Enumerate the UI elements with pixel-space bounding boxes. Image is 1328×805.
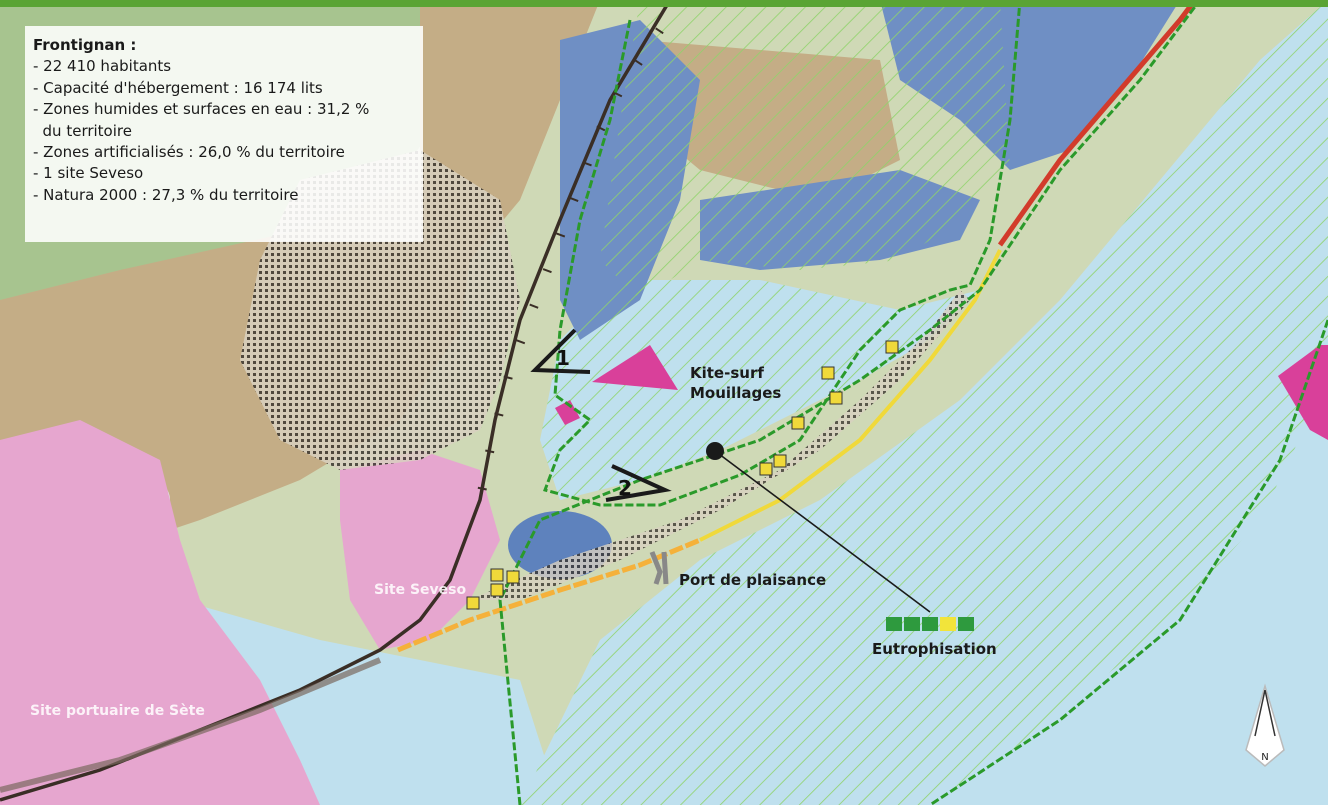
north-arrow-icon: N — [1245, 683, 1285, 767]
coast-red — [997, 0, 1197, 247]
urban-zone-seveso — [340, 450, 500, 650]
info-box: Frontignan : - 22 410 habitants - Capaci… — [25, 26, 423, 242]
eutrophisation-label: Eutrophisation — [872, 640, 997, 658]
natura-hatch-north — [600, 0, 1010, 300]
info-title: Frontignan : — [33, 36, 137, 54]
top-band — [0, 0, 1328, 7]
zone-east-edge — [1278, 345, 1328, 440]
info-line: - Natura 2000 : 27,3 % du territoire — [33, 185, 299, 204]
site-portuaire-label: Site portuaire de Sète — [30, 703, 205, 719]
site-seveso-label: Site Seveso — [374, 582, 467, 598]
eutrophisation-cell — [904, 617, 920, 631]
mouillages-label: Mouillages — [690, 384, 782, 402]
eutrophisation-cell — [940, 617, 956, 631]
natura-hatch-lagoon — [540, 280, 980, 500]
kite-zone — [592, 345, 678, 390]
info-line: - Capacité d'hébergement : 16 174 lits — [33, 78, 323, 97]
info-line: - Zones artificialisés : 26,0 % du terri… — [33, 143, 345, 162]
info-line: - 1 site Seveso — [33, 164, 144, 183]
view-marker-2-shape — [605, 464, 672, 502]
info-line: - 22 410 habitants — [33, 57, 172, 76]
urban-zone-west — [0, 420, 320, 805]
coast-orange — [397, 537, 701, 653]
natura-boundary-lagoon — [543, 0, 1022, 507]
north-arrow-label: N — [1261, 752, 1268, 763]
poi-markers — [466, 340, 899, 610]
road-line — [0, 657, 382, 793]
kite-surf-label: Kite-surf — [690, 364, 764, 382]
eutrophisation-cell — [958, 617, 974, 631]
natura-boundary-sea — [498, 0, 1328, 805]
north-arrow: N — [1240, 680, 1290, 770]
port-plaisance-label: Port de plaisance — [679, 571, 827, 589]
info-line: du territoire — [33, 121, 132, 140]
kite-zone-small — [555, 400, 580, 425]
view-marker-1-shape — [530, 328, 591, 374]
natura-hatch-sea — [520, 0, 1328, 805]
info-line: - Zones humides et surfaces en eau : 31,… — [33, 100, 370, 119]
view-marker-1-label: 1 — [556, 346, 570, 370]
port-symbol — [649, 551, 669, 585]
eutro-point — [706, 442, 724, 460]
eutro-pointer-line — [714, 450, 931, 613]
view-marker-2-label: 2 — [618, 476, 632, 500]
eutrophisation-scale — [886, 617, 974, 631]
eutrophisation-cell — [886, 617, 902, 631]
eutrophisation-cell — [922, 617, 938, 631]
